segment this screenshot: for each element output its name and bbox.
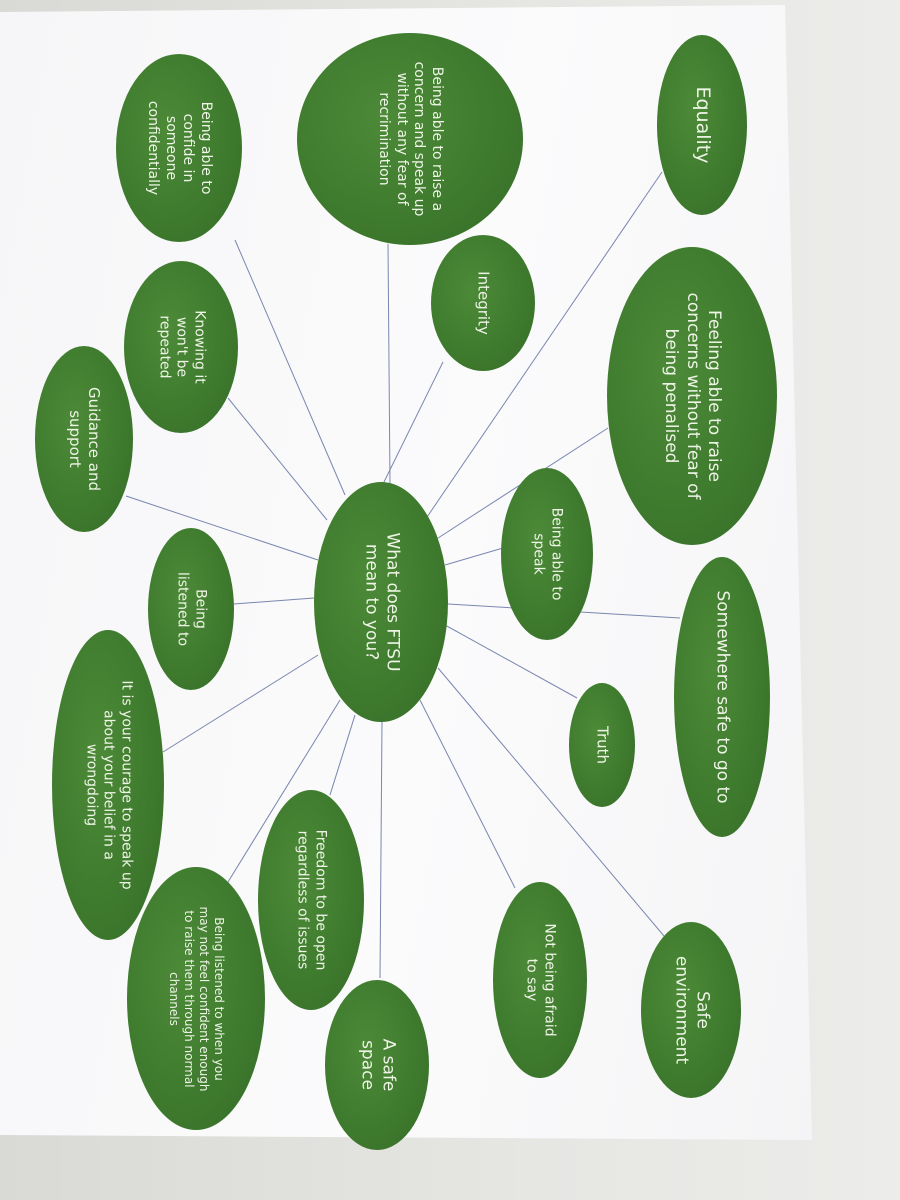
center-bubble: What does FTSU mean to you? xyxy=(314,482,448,722)
bubble-truth-label: Truth xyxy=(593,725,612,765)
bubble-being-listened-when: Being listened to when you may not feel … xyxy=(127,867,265,1130)
center-label: What does FTSU mean to you? xyxy=(361,532,403,672)
bubble-safe-environment-label: Safe environment xyxy=(671,955,713,1065)
bubble-confide: Being able to confide in someone confide… xyxy=(116,54,242,242)
connector-safe-environment xyxy=(437,667,665,937)
connector-raise-concern xyxy=(387,243,391,485)
bubble-safe-environment: Safe environment xyxy=(641,922,741,1098)
bubble-equality-label: Equality xyxy=(691,86,714,164)
connector-guidance-support xyxy=(125,495,319,561)
connector-integrity xyxy=(382,361,444,485)
bubble-integrity: Integrity xyxy=(431,235,535,371)
bubble-somewhere-safe-label: Somewhere safe to go to xyxy=(712,590,733,804)
bubble-freedom-to-be-open: Freedom to be open regardless of issues xyxy=(258,790,364,1010)
bubble-safe-space-label: A safe space xyxy=(357,1038,399,1092)
connector-confide xyxy=(234,239,346,496)
connector-being-listened-when xyxy=(227,699,341,883)
connector-not-being-afraid xyxy=(419,699,516,889)
bubble-being-able-to-speak-label: Being able to speak xyxy=(531,507,565,601)
connector-truth xyxy=(444,624,578,699)
bubble-feeling-able-to-raise-label: Feeling able to raise concerns without f… xyxy=(661,292,724,500)
bubble-safe-space: A safe space xyxy=(325,980,429,1150)
bubble-being-listened-to: Being listened to xyxy=(148,528,234,690)
bubble-somewhere-safe: Somewhere safe to go to xyxy=(674,557,770,837)
bubble-not-being-afraid: Not being afraid to say xyxy=(493,882,587,1078)
bubble-equality: Equality xyxy=(657,35,747,215)
bubble-truth: Truth xyxy=(569,683,635,807)
bubble-guidance-support: Guidance and support xyxy=(35,346,133,532)
bubble-confide-label: Being able to confide in someone confide… xyxy=(145,100,215,196)
bubble-being-able-to-speak: Being able to speak xyxy=(501,468,593,640)
bubble-knowing-not-repeated: Knowing it won't be repeated xyxy=(124,261,238,433)
bubble-courage-to-speak: It is your courage to speak up about you… xyxy=(52,630,164,940)
connector-courage-to-speak xyxy=(162,654,319,753)
bubble-not-being-afraid-label: Not being afraid to say xyxy=(524,923,558,1037)
connector-freedom-to-be-open xyxy=(329,714,356,796)
bubble-freedom-to-be-open-label: Freedom to be open regardless of issues xyxy=(295,829,329,971)
bubble-being-listened-when-label: Being listened to when you may not feel … xyxy=(167,906,226,1091)
bubble-feeling-able-to-raise: Feeling able to raise concerns without f… xyxy=(607,247,777,545)
bubble-raise-concern-label: Being able to raise a concern and speak … xyxy=(376,61,446,217)
bubble-knowing-not-repeated-label: Knowing it won't be repeated xyxy=(156,310,208,384)
bubble-being-listened-to-label: Being listened to xyxy=(175,571,209,647)
connector-equality xyxy=(424,171,663,521)
bubble-integrity-label: Integrity xyxy=(474,271,493,335)
connector-being-listened-to xyxy=(233,597,315,605)
bubble-guidance-support-label: Guidance and support xyxy=(66,387,103,491)
bubble-courage-to-speak-label: It is your courage to speak up about you… xyxy=(83,680,135,890)
bubble-raise-concern: Being able to raise a concern and speak … xyxy=(297,33,523,245)
connector-safe-space xyxy=(379,719,383,979)
connector-knowing-not-repeated xyxy=(227,397,328,521)
connector-being-able-to-speak xyxy=(444,547,504,566)
